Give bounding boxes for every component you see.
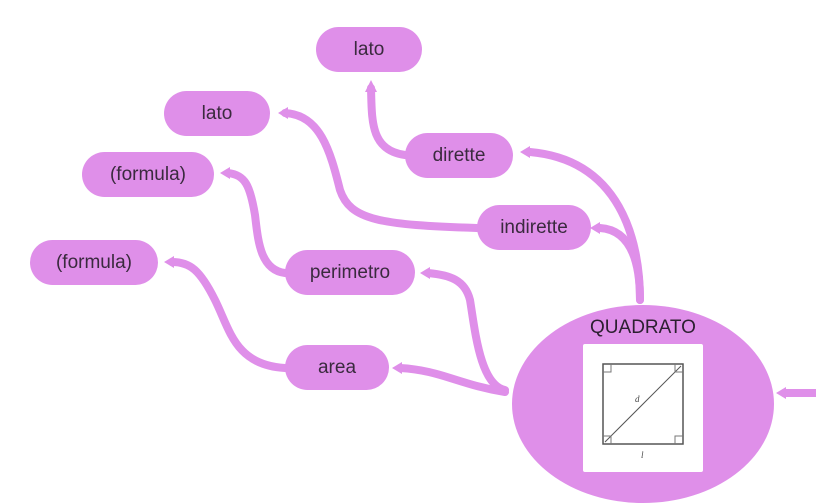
connector-quadrato-area <box>396 364 509 396</box>
connector-quadrato-indirette <box>596 224 644 304</box>
connector-perimetro-formula <box>224 169 289 277</box>
square-with-diagonal-icon: d l <box>583 344 703 472</box>
connector-area-formula <box>168 258 289 372</box>
node-label: (formula) <box>109 163 186 185</box>
side-label: l <box>641 450 644 460</box>
node-label: dirette <box>432 144 486 166</box>
central-title: QUADRATO <box>590 317 696 338</box>
arrowhead <box>392 362 402 374</box>
node-quadrato[interactable]: QUADRATO d l <box>512 305 774 503</box>
node-formula-upper[interactable]: (formula) <box>82 152 214 197</box>
arrowhead <box>278 107 288 119</box>
arrowhead <box>220 167 230 179</box>
diagonal-label: d <box>635 394 640 404</box>
connector-indirette-lato <box>281 109 481 232</box>
node-label: indirette <box>500 216 568 238</box>
arrowhead <box>590 222 600 234</box>
node-label: (formula) <box>55 251 132 273</box>
connector-quadrato-perimetro <box>424 269 509 394</box>
node-dirette[interactable]: dirette <box>405 133 513 178</box>
node-label: area <box>317 356 357 378</box>
node-formula-lower[interactable]: (formula) <box>30 240 158 285</box>
node-label: lato <box>353 38 385 60</box>
node-perimetro[interactable]: perimetro <box>285 250 415 295</box>
node-lato-mid[interactable]: lato <box>164 91 270 136</box>
node-area[interactable]: area <box>285 345 389 390</box>
node-label: perimetro <box>309 261 391 283</box>
node-lato-top[interactable]: lato <box>316 27 422 72</box>
node-indirette[interactable]: indirette <box>477 205 591 250</box>
arrowhead <box>776 387 786 399</box>
arrowhead <box>365 80 377 92</box>
arrowhead <box>520 146 530 158</box>
node-label: lato <box>201 102 233 124</box>
arrowhead <box>164 256 174 268</box>
connector-dirette-lato <box>367 84 409 159</box>
arrowhead <box>420 267 430 279</box>
